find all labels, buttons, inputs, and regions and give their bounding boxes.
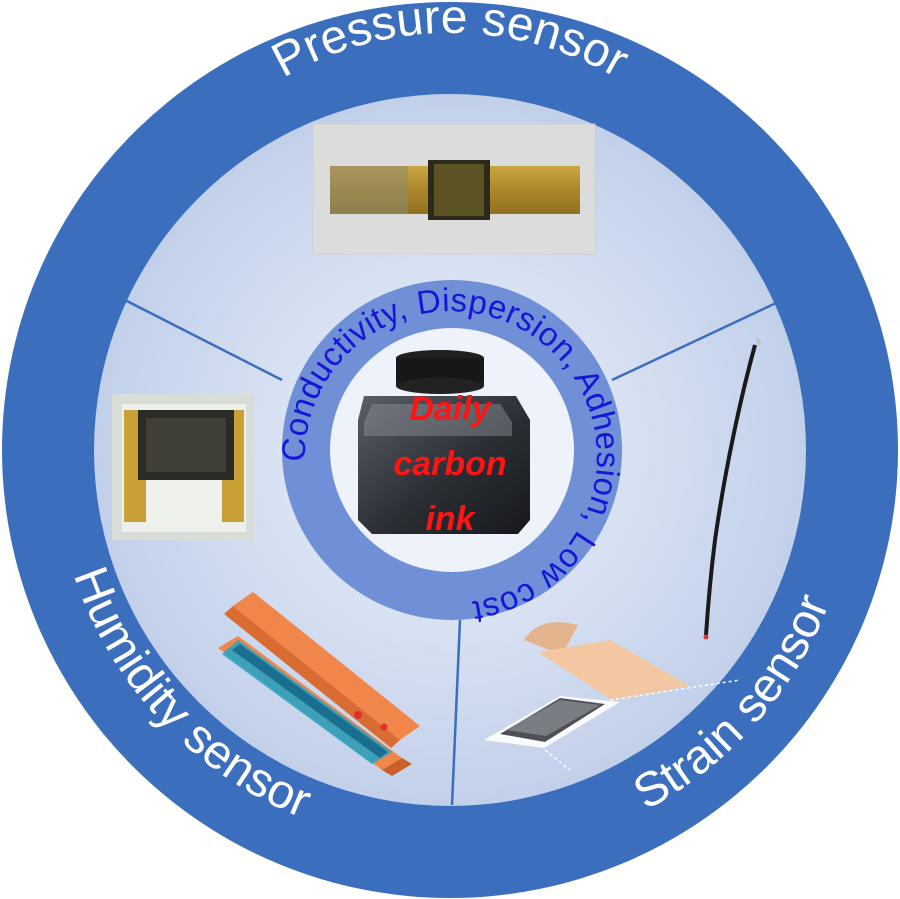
- humidity-sensor-photo: [112, 394, 254, 540]
- center-label-line1: Daily: [409, 390, 492, 428]
- ink-bottle-image: [358, 350, 530, 534]
- humidity-sensor-schematic: [218, 592, 420, 776]
- center-label: Daily carbon ink: [393, 390, 506, 538]
- center-label-line2: carbon: [393, 445, 506, 483]
- center-label-line3: ink: [425, 500, 476, 538]
- strain-sensor-fiber: [703, 337, 762, 640]
- pressure-sensor-photo: [312, 123, 596, 255]
- strain-sensor-schematic: [484, 622, 741, 771]
- divider-right: [611, 301, 777, 382]
- divider-bottom: [450, 619, 462, 806]
- divider-left: [120, 296, 283, 382]
